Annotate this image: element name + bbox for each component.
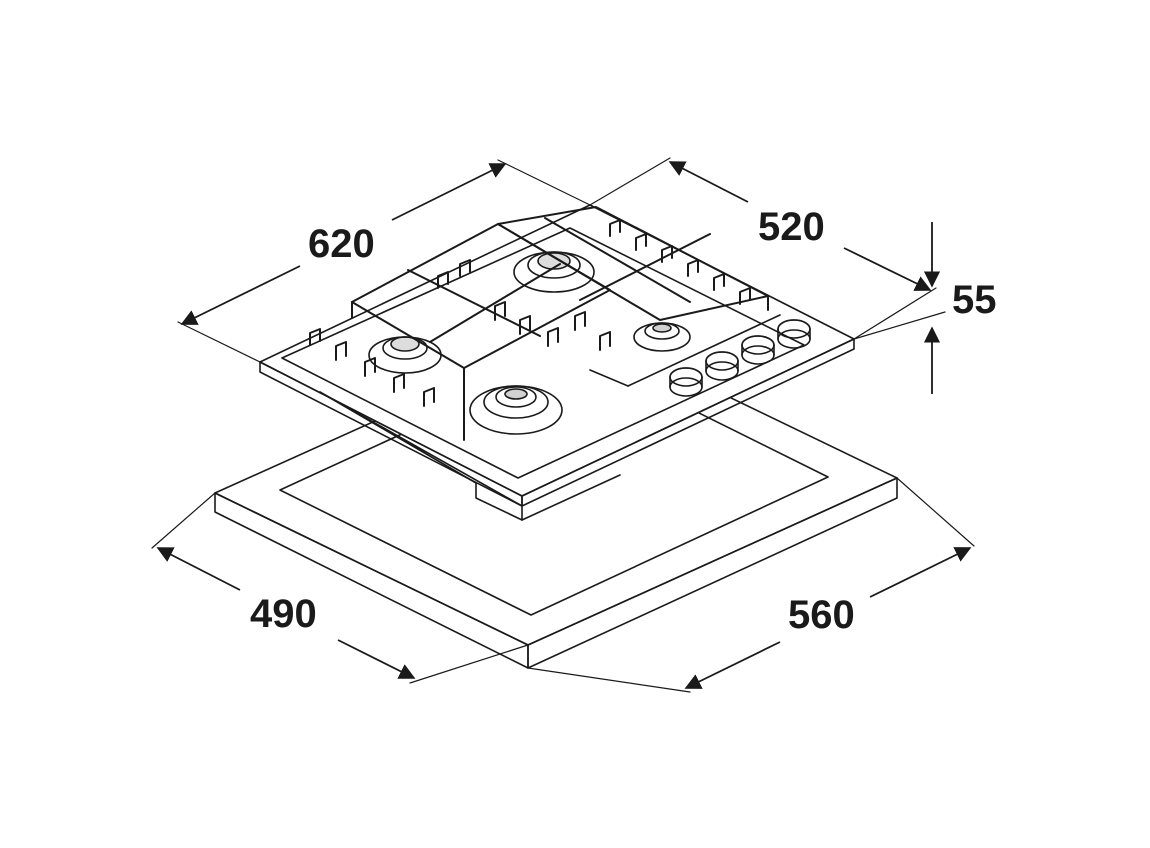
burner-front-centre	[469, 385, 563, 435]
dim-arrow-560	[684, 641, 781, 689]
control-knob	[777, 319, 811, 349]
burner-rear-right	[513, 251, 595, 293]
dimension-label-depth: 520	[758, 205, 825, 249]
dim-arrow-620	[180, 265, 301, 325]
dimension-lines	[151, 157, 975, 693]
dimension-label-cutout-width: 560	[788, 593, 855, 637]
dim-arrow-560b	[869, 547, 972, 598]
control-knob	[669, 367, 703, 397]
dim-arrow-520	[668, 161, 749, 203]
dim-arrow-490b	[337, 639, 416, 679]
control-knob	[741, 335, 775, 365]
dim-arrow-620b	[391, 163, 507, 221]
dimension-label-cutout-depth: 490	[250, 592, 317, 636]
control-knob	[705, 351, 739, 381]
dimension-label-height: 55	[952, 278, 997, 322]
dimension-label-width: 620	[308, 222, 375, 266]
burner-rear-left	[368, 336, 442, 374]
dim-arrow-520b	[843, 247, 932, 291]
dim-arrow-490	[156, 547, 241, 591]
control-knobs	[669, 319, 811, 397]
burner-right-small	[633, 322, 691, 352]
